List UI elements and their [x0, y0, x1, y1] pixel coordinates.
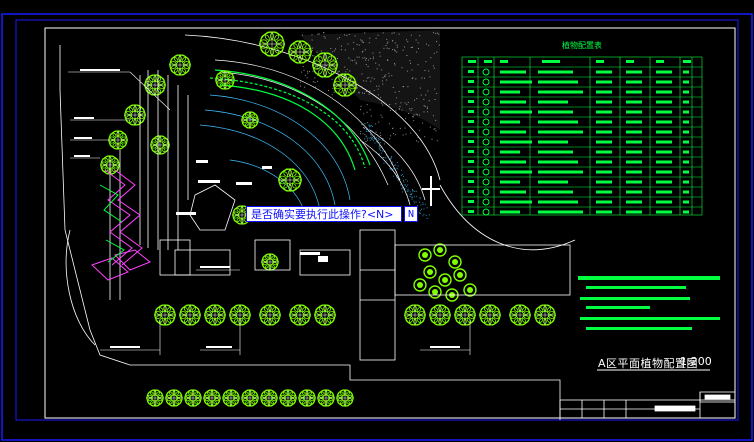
tree-symbol: [289, 304, 311, 326]
terrace-arcs: [214, 59, 426, 206]
tree-symbol: [429, 304, 451, 326]
tree-symbol: [258, 31, 285, 57]
legend-row: [468, 138, 689, 146]
tree-symbol: [261, 253, 279, 271]
plan-title: A区平面植物配置图: [598, 357, 699, 370]
legend-row: [468, 78, 689, 86]
shrub-symbol: [448, 255, 462, 269]
legend-row: [468, 108, 689, 116]
shrub-symbol: [438, 273, 452, 287]
plant-legend-entries: [468, 60, 691, 216]
magenta-path: [91, 169, 151, 281]
legend-row: [468, 98, 689, 106]
command-prompt-key-hint[interactable]: N: [404, 206, 418, 222]
legend-row: [468, 158, 689, 166]
tree-symbol: [279, 389, 297, 407]
pergola-lines: [109, 70, 189, 300]
tree-symbols-bottom-row: [146, 389, 354, 407]
tree-symbol: [298, 389, 316, 407]
tree-symbol: [479, 304, 501, 326]
tree-symbol: [229, 304, 251, 326]
tree-symbol: [278, 168, 302, 192]
sheet-outer-frame: [1, 13, 753, 441]
tree-symbol: [144, 74, 166, 96]
plant-legend-table: [461, 56, 703, 216]
shrub-cluster: [413, 243, 477, 302]
legend-row: [468, 148, 689, 156]
shrub-symbol: [418, 248, 432, 262]
tree-symbol: [203, 389, 221, 407]
boundary-arc: [184, 34, 441, 181]
legend-row: [468, 68, 689, 76]
white-labels: [176, 160, 440, 262]
shrub-symbol: [433, 243, 447, 257]
tree-symbol: [184, 389, 202, 407]
annotation-leaders: [68, 71, 471, 355]
tree-symbol: [222, 389, 240, 407]
legend-row: [468, 118, 689, 126]
stipple: [300, 32, 440, 219]
title-block: [559, 391, 736, 419]
tree-symbols-arc: [100, 31, 357, 271]
tree-symbol: [259, 304, 281, 326]
shrub-symbol: [428, 285, 442, 299]
legend-row: [468, 178, 689, 186]
tree-symbol: [509, 304, 531, 326]
tree-symbol: [169, 54, 191, 76]
sheet-inner-frame: [15, 19, 739, 421]
tree-symbol: [150, 135, 170, 155]
site-boundary: [59, 45, 561, 420]
tree-symbols-row: [154, 304, 556, 326]
tree-symbol: [108, 130, 128, 150]
legend-title: 植物配置表: [562, 41, 602, 50]
tree-symbol: [179, 304, 201, 326]
shrub-symbol: [453, 268, 467, 282]
zigzag-planting: [99, 184, 125, 263]
tree-symbol: [260, 389, 278, 407]
tree-symbol: [404, 304, 426, 326]
structures: [159, 184, 571, 361]
tree-symbol: [241, 111, 259, 129]
tree-symbol: [204, 304, 226, 326]
shrub-symbol: [423, 265, 437, 279]
tree-symbol: [311, 52, 338, 78]
water-feature: [199, 94, 351, 216]
shrub-symbol: [463, 283, 477, 297]
annotation-text-bars: [74, 69, 460, 348]
hatch-area: [300, 30, 440, 130]
tree-symbol: [165, 389, 183, 407]
tree-symbol: [534, 304, 556, 326]
legend-row: [468, 168, 689, 176]
shrub-band: [209, 69, 371, 171]
tree-symbol: [124, 104, 146, 126]
legend-row: [468, 88, 689, 96]
legend-row: [468, 188, 689, 196]
tree-symbol: [336, 389, 354, 407]
tree-symbol: [454, 304, 476, 326]
tree-symbol: [241, 389, 259, 407]
legend-header: [468, 60, 691, 63]
tree-symbol: [154, 304, 176, 326]
tree-symbol: [314, 304, 336, 326]
legend-row: [468, 198, 689, 206]
tree-symbol: [215, 70, 235, 90]
design-notes: [578, 276, 720, 330]
command-prompt-tooltip: 是否确实要执行此操作?<N>: [246, 206, 402, 222]
tree-symbol: [146, 389, 164, 407]
tree-symbol: [333, 73, 357, 97]
shrub-symbol: [413, 278, 427, 292]
tree-symbol: [288, 40, 312, 64]
legend-row: [468, 128, 689, 136]
legend-row: [468, 208, 689, 216]
tree-symbol: [317, 389, 335, 407]
plan-scale: 1:200: [680, 355, 712, 368]
drawing-border: [44, 27, 736, 419]
